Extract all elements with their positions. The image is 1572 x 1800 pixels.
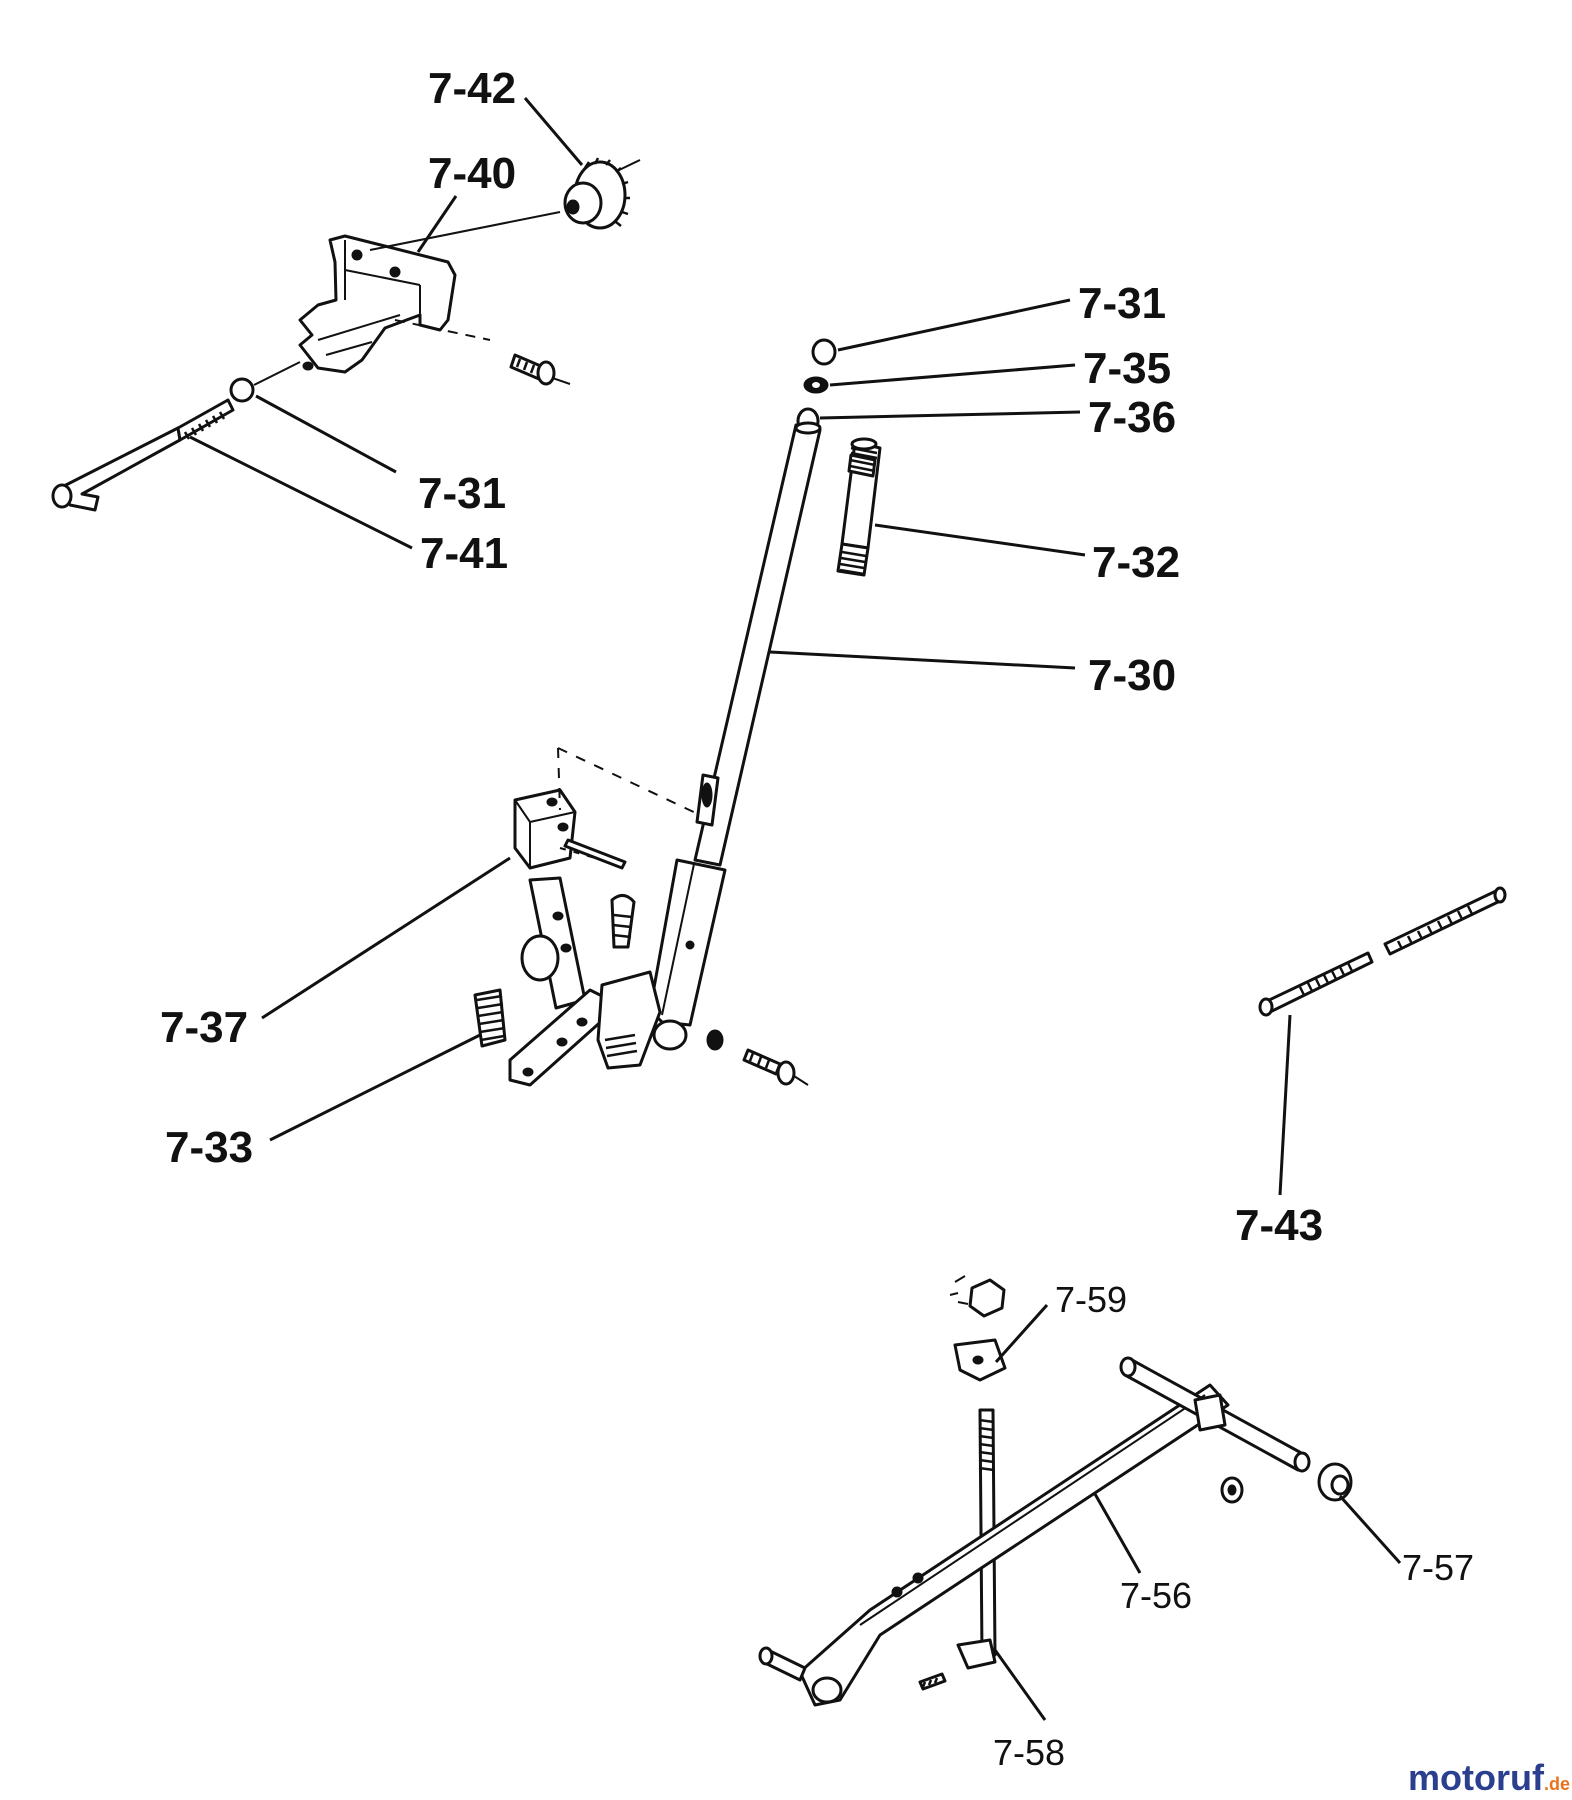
part-labels: 7-42 7-40 7-31 7-35 7-36 7-31 7-41 7-32 … [160,64,1474,1773]
label-7-36: 7-36 [1088,393,1176,442]
leader-lines [189,97,1402,1721]
part-7-59-nut [949,1275,1007,1382]
lever-bolt [706,1029,809,1086]
label-7-35: 7-35 [1083,344,1171,393]
watermark-logo: motoruf.de [1408,1757,1570,1798]
label-7-43: 7-43 [1235,1201,1323,1250]
label-7-59: 7-59 [1055,1279,1127,1320]
label-7-58: 7-58 [993,1732,1065,1773]
label-7-32: 7-32 [1092,538,1180,587]
part-7-41-rod [51,398,235,512]
part-7-31-collar-left [229,361,301,403]
part-7-57-bushing [1317,1462,1353,1502]
bracket-bolt [509,353,571,386]
watermark-tld: .de [1544,1774,1570,1794]
part-7-30-lever [648,421,822,1051]
watermark-brand: motoruf [1408,1757,1545,1798]
part-7-32-grip [836,437,882,577]
part-7-37-block [513,788,577,870]
part-7-31-cap-top [811,338,837,366]
label-7-31-left: 7-31 [418,469,506,518]
label-7-42: 7-42 [428,64,516,113]
label-7-41: 7-41 [420,529,508,578]
label-7-56: 7-56 [1120,1575,1192,1616]
label-7-37: 7-37 [160,1003,248,1052]
part-7-42-knob [563,157,641,230]
label-7-31-top: 7-31 [1078,279,1166,328]
label-7-57: 7-57 [1402,1547,1474,1588]
part-7-56-arm [758,1356,1311,1707]
part-7-40-bracket [298,234,457,374]
part-7-35-washer [803,376,829,394]
linkage-arm [508,876,662,1087]
label-7-33: 7-33 [165,1123,253,1172]
shaft-nut [1220,1476,1244,1504]
svg-text:motoruf.de: motoruf.de [1408,1757,1570,1798]
label-7-30: 7-30 [1088,651,1176,700]
part-7-33-spring [473,988,507,1048]
label-7-40: 7-40 [428,149,516,198]
part-7-43-threaded-rod [1258,886,1507,1017]
